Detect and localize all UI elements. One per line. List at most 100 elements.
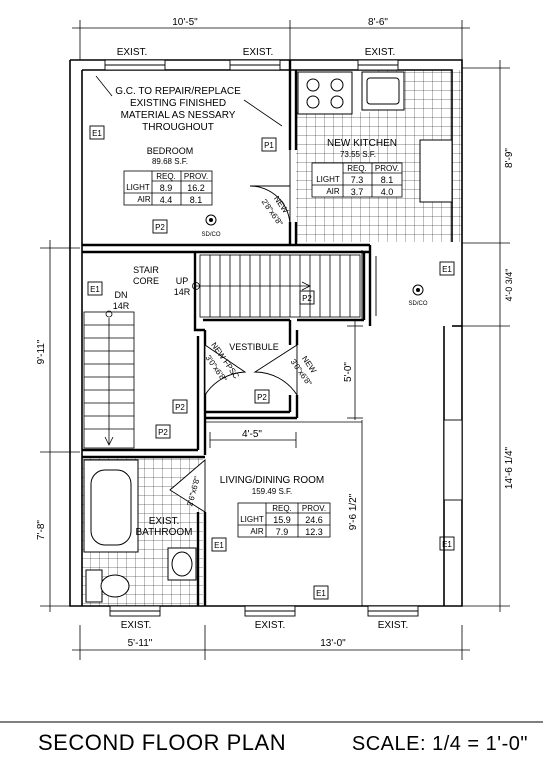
- svg-text:P2: P2: [302, 294, 312, 303]
- dim-left-upper: 9'-11": [36, 339, 47, 364]
- drawing-title: SECOND FLOOR PLAN: [38, 730, 286, 755]
- interior-walls: [82, 60, 372, 606]
- light-air-table-bedroom: REQ. PROV. LIGHT AIR 8.9 16.2 4.4 8.1: [123, 170, 213, 206]
- bedroom-air-req: 4.4: [160, 195, 173, 205]
- bedroom-air-prov: 8.1: [190, 195, 203, 205]
- svg-text:P2: P2: [257, 393, 267, 402]
- drawing-scale: SCALE: 1/4 = 1'-0": [352, 733, 528, 755]
- bedroom-light-req: 8.9: [160, 183, 173, 193]
- room-name-vestibule: VESTIBULE: [229, 342, 279, 352]
- stair-dn-label: DN: [115, 290, 128, 300]
- room-name-stair-2: CORE: [133, 276, 159, 286]
- window-label-bedroom-left: EXIST.: [117, 47, 148, 58]
- tag-p2-lower-stair: P2: [155, 424, 171, 439]
- room-name-bathroom-1: EXIST.: [149, 516, 180, 527]
- svg-text:PROV.: PROV.: [302, 504, 326, 513]
- door-swings: [169, 150, 377, 513]
- dim-right-bottom: 14'-6 1/4": [504, 446, 515, 489]
- kitchen-air-req: 3.7: [351, 187, 364, 197]
- dim-hall-height: 5'-0": [343, 362, 354, 382]
- bathtub: [83, 459, 139, 553]
- door-label-bedroom: NEW 2'8"x6'8": [260, 194, 291, 227]
- smoke-detector-hall: SD/CO: [408, 284, 428, 307]
- stair-up-label: UP: [176, 276, 189, 286]
- note-line-1: G.C. TO REPAIR/REPLACE: [115, 86, 241, 97]
- tag-p2-bedroom: P2: [152, 219, 168, 234]
- sdco-label-bedroom: SD/CO: [201, 232, 220, 238]
- smoke-detector-bedroom: SD/CO: [201, 214, 221, 238]
- dimension-lines: [40, 20, 510, 660]
- note-line-4: THROUGHOUT: [142, 122, 214, 133]
- bedroom-light-prov: 16.2: [187, 183, 205, 193]
- table-header-req: REQ.: [156, 172, 176, 181]
- room-name-kitchen: NEW KITCHEN: [327, 138, 397, 149]
- svg-text:AIR: AIR: [326, 187, 340, 196]
- tag-e1-bathroom: E1: [211, 537, 227, 552]
- room-name-bathroom-2: BATHROOM: [135, 527, 192, 538]
- tag-p2-vestibule-left: P2: [172, 399, 188, 414]
- note-line-2: EXISTING FINISHED: [130, 98, 226, 109]
- stairs-up: [192, 254, 361, 318]
- dim-right-top: 8'-9": [504, 148, 515, 168]
- window-label-kitchen: EXIST.: [365, 47, 396, 58]
- light-air-table-kitchen: REQ. PROV. LIGHT AIR 7.3 8.1 3.7 4.0: [311, 162, 403, 198]
- living-light-req: 15.9: [273, 515, 291, 525]
- svg-text:E1: E1: [90, 285, 100, 294]
- tag-e1-hall: E1: [439, 261, 455, 276]
- toilet-bowl: [100, 574, 130, 598]
- table-label-air: AIR: [137, 195, 151, 204]
- dim-top-right: 8'-6": [368, 17, 388, 28]
- kitchen-light-prov: 8.1: [381, 175, 394, 185]
- svg-text:P1: P1: [264, 141, 274, 150]
- dim-living-height: 9'-6 1/2": [348, 493, 359, 530]
- table-label-light: LIGHT: [126, 183, 150, 192]
- tag-p2-stair: P2: [299, 290, 315, 305]
- windows: [104, 59, 463, 617]
- window-label-living-right: EXIST.: [378, 620, 409, 631]
- room-area-living: 159.49 S.F.: [252, 487, 292, 496]
- dim-right-middle: 4'-0 3/4": [504, 269, 514, 302]
- svg-text:P2: P2: [158, 428, 168, 437]
- refrigerator: [419, 139, 453, 203]
- bathroom-fixtures: [83, 459, 197, 603]
- svg-text:E1: E1: [442, 540, 452, 549]
- tile-hatch: [82, 70, 462, 606]
- svg-text:P2: P2: [175, 403, 185, 412]
- note-line-3: MATERIAL AS NESSARY: [121, 110, 236, 121]
- room-area-bedroom: 89.68 S.F.: [152, 157, 188, 166]
- tag-e1-stair: E1: [87, 281, 103, 296]
- tag-p2-vestibule-right: P2: [254, 389, 270, 404]
- room-area-kitchen: 73.55 S.F.: [340, 150, 376, 159]
- window-label-bath: EXIST.: [121, 620, 152, 631]
- kitchen-light-req: 7.3: [351, 175, 364, 185]
- living-light-prov: 24.6: [305, 515, 323, 525]
- dim-bottom-right: 13'-0": [320, 638, 346, 649]
- tag-p1-kitchen: P1: [261, 137, 277, 152]
- lavatory: [167, 547, 197, 581]
- toilet-tank: [85, 569, 103, 603]
- general-note: G.C. TO REPAIR/REPLACE EXISTING FINISHED…: [95, 75, 283, 133]
- stair-dn-risers: 14R: [113, 301, 130, 311]
- dim-top-left: 10'-5": [172, 17, 198, 28]
- svg-text:LIGHT: LIGHT: [240, 515, 264, 524]
- svg-text:PROV.: PROV.: [375, 164, 399, 173]
- svg-text:E1: E1: [316, 589, 326, 598]
- window-label-living-left: EXIST.: [255, 620, 286, 631]
- room-name-bedroom: BEDROOM: [147, 146, 194, 156]
- stairs-down: [83, 310, 135, 449]
- svg-text:REQ.: REQ.: [347, 164, 367, 173]
- living-air-prov: 12.3: [305, 527, 323, 537]
- sdco-label-hall: SD/CO: [408, 301, 427, 307]
- svg-text:E1: E1: [442, 265, 452, 274]
- svg-text:REQ.: REQ.: [272, 504, 292, 513]
- tag-e1-living-bottom: E1: [313, 585, 329, 600]
- stair-up-risers: 14R: [174, 287, 191, 297]
- kitchen-air-prov: 4.0: [381, 187, 394, 197]
- tag-e1-bedroom: E1: [89, 125, 105, 140]
- dim-left-lower: 7'-8": [36, 520, 47, 540]
- svg-text:LIGHT: LIGHT: [316, 175, 340, 184]
- kitchen-fixtures: [297, 71, 453, 203]
- range: [297, 71, 353, 115]
- living-air-req: 7.9: [276, 527, 289, 537]
